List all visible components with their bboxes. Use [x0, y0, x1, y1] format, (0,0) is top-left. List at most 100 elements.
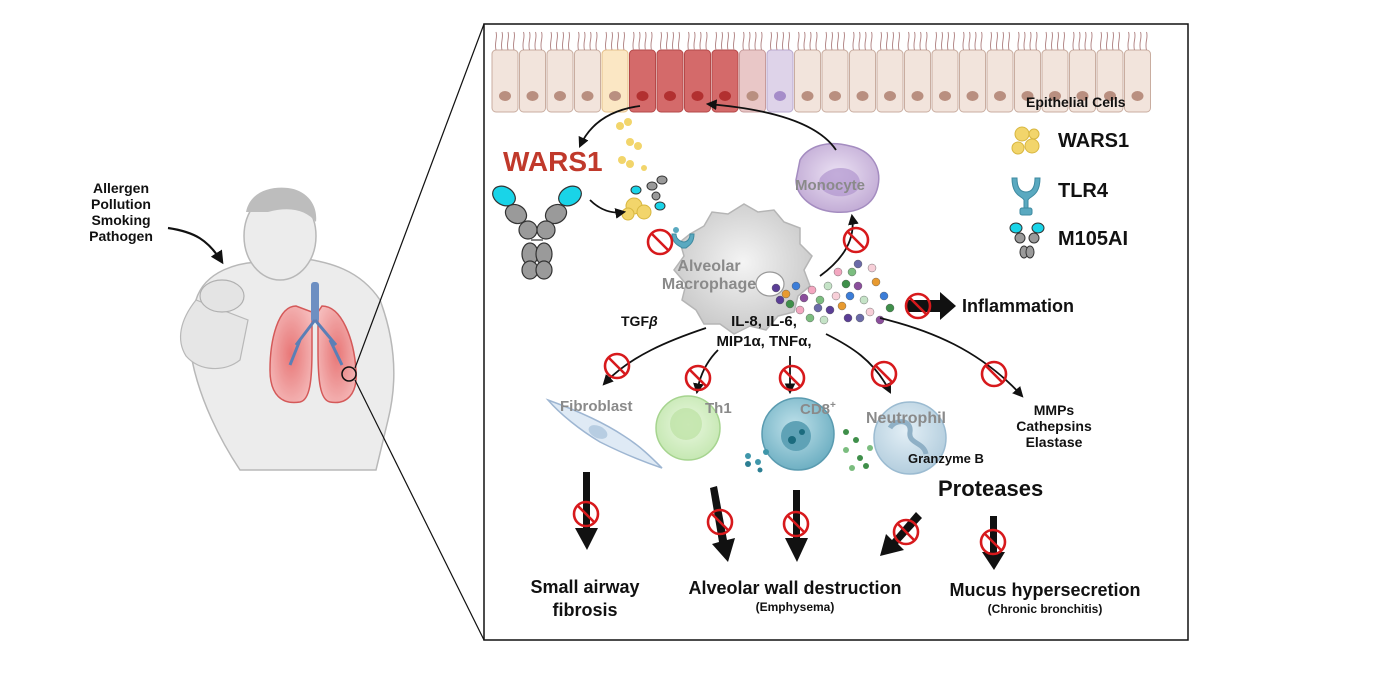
epithelial-nucleus [636, 91, 649, 101]
tgfb-beta: β [649, 313, 658, 329]
outcome-mucus-sub: (Chronic bronchitis) [987, 601, 1103, 616]
inhibition-icon [706, 508, 734, 536]
outcome-mucus-title: Mucus hypersecretion [949, 580, 1141, 600]
trigger-item-pathogen: Pathogen [89, 228, 153, 245]
inhibition-ring [870, 360, 898, 388]
cilium [1023, 31, 1026, 51]
cytokine-particle [847, 267, 857, 277]
granzyme-label: Granzyme B [908, 451, 984, 466]
inhibition-ring [904, 292, 932, 320]
epithelial-cell [574, 49, 601, 113]
cilium [1078, 31, 1081, 51]
epithelial-cell [1096, 49, 1124, 113]
inhibition-icon [778, 364, 806, 392]
cilium [925, 31, 928, 51]
inhibition-slash [984, 364, 1004, 384]
cytokine-particle [771, 283, 781, 293]
cilium [1127, 31, 1130, 51]
cilium [1084, 31, 1087, 51]
epithelial-nucleus [774, 91, 786, 101]
cytokine-particle [855, 313, 865, 323]
cilium [665, 31, 669, 51]
cilium [797, 31, 800, 51]
cytokine-particle [859, 295, 869, 305]
cytokine-particle [885, 303, 895, 313]
cilium [946, 31, 950, 51]
cilium [522, 31, 525, 51]
cilium [1145, 31, 1148, 51]
cilium [1133, 31, 1136, 51]
neutrophil-label: Neutrophil [866, 410, 946, 427]
cilium [720, 31, 724, 51]
cilium [583, 31, 586, 51]
cytokine-particle [831, 291, 841, 301]
epithelial-nucleus [719, 91, 731, 101]
zoom-panel [483, 23, 1189, 641]
epithelial-nucleus [554, 91, 566, 101]
cilium [769, 31, 773, 51]
macrophage-label-line1: Alveolar [677, 258, 741, 275]
cilium [864, 31, 867, 51]
tgfb-label: TGFβ [621, 313, 658, 329]
cilium [1007, 31, 1011, 51]
epithelial-cell [629, 49, 656, 113]
epithelial-nucleus [1021, 91, 1034, 101]
cilium [549, 31, 553, 51]
epithelial-cell [959, 49, 986, 113]
epithelial-cell [656, 49, 684, 113]
epithelial-cell [711, 49, 739, 113]
outcome-mucus: Mucus hypersecretion (Chronic bronchitis… [936, 580, 1154, 616]
epithelial-nucleus [499, 91, 511, 101]
inhibition-ring [979, 528, 1007, 556]
epithelial-cell [491, 49, 519, 113]
cytokine-particle [805, 313, 815, 323]
outcome-fibrosis: Small airway fibrosis [515, 576, 655, 623]
legend-wars1-label: WARS1 [1058, 130, 1130, 152]
epithelial-cell [876, 49, 904, 113]
inhibition-slash [983, 532, 1003, 552]
cilium [974, 31, 977, 51]
epithelial-cell [931, 49, 959, 113]
cilium [803, 31, 806, 51]
cilium [540, 31, 543, 51]
cilium [512, 31, 516, 51]
cytokine-particle [845, 291, 855, 301]
proteases-label: Proteases [938, 476, 1044, 501]
cytokine-particle [853, 259, 863, 269]
zoom-line-top [354, 23, 485, 369]
inhibition-slash [607, 356, 627, 376]
epithelial-nucleus [801, 91, 814, 101]
cilium [604, 31, 608, 51]
inhibition-ring [572, 500, 600, 528]
cilium [1056, 31, 1060, 51]
wars1-secreted-particles [616, 118, 647, 171]
cytokine-particle [841, 279, 851, 289]
inhibition-slash [896, 522, 916, 542]
tlr4-receptor-icon [1011, 177, 1041, 216]
epithelial-nucleus [691, 91, 704, 101]
cilium [595, 31, 598, 51]
tgfb-text: TGF [621, 313, 649, 329]
pathway-arrows [578, 99, 1024, 398]
arrow-to-neutrophil [825, 333, 891, 394]
inhibition-slash [710, 512, 730, 532]
cilium [742, 31, 745, 51]
inhibition-slash [846, 230, 866, 250]
outcome-emphysema-sub: (Emphysema) [755, 599, 835, 614]
epithelial-cell [684, 49, 711, 113]
protease-particles [843, 429, 873, 471]
cilium [500, 31, 504, 51]
trigger-list: Allergen Pollution Smoking Pathogen [76, 180, 166, 244]
inhibition-icon [980, 360, 1008, 388]
cilium [852, 31, 855, 51]
inhibition-icon [782, 510, 810, 538]
cilium [534, 31, 537, 51]
cytokine-particle [795, 305, 805, 315]
cilium [732, 31, 736, 51]
epithelial-nucleus [911, 91, 924, 101]
cilium [632, 31, 635, 51]
cytokine-particle [775, 295, 785, 305]
inhibition-icon [572, 500, 600, 528]
cilium [870, 31, 873, 51]
